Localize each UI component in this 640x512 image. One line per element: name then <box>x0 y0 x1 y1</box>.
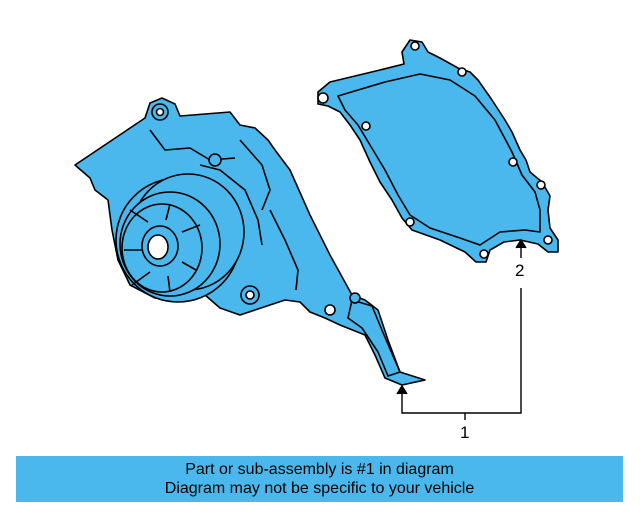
arrow-head-2 <box>515 238 527 249</box>
water-pump <box>74 97 426 386</box>
leader-line-2 <box>401 288 522 414</box>
info-banner: Part or sub-assembly is #1 in diagram Di… <box>16 456 623 502</box>
arrow-head-1 <box>396 384 408 395</box>
callout-number-1: 1 <box>460 423 470 442</box>
callout-number-2: 2 <box>515 261 525 280</box>
leader-lines <box>396 238 527 420</box>
gasket <box>317 39 559 263</box>
parts-diagram <box>74 39 559 420</box>
banner-line-1: Part or sub-assembly is #1 in diagram <box>185 461 454 478</box>
banner-line-2: Diagram may not be specific to your vehi… <box>164 480 475 497</box>
